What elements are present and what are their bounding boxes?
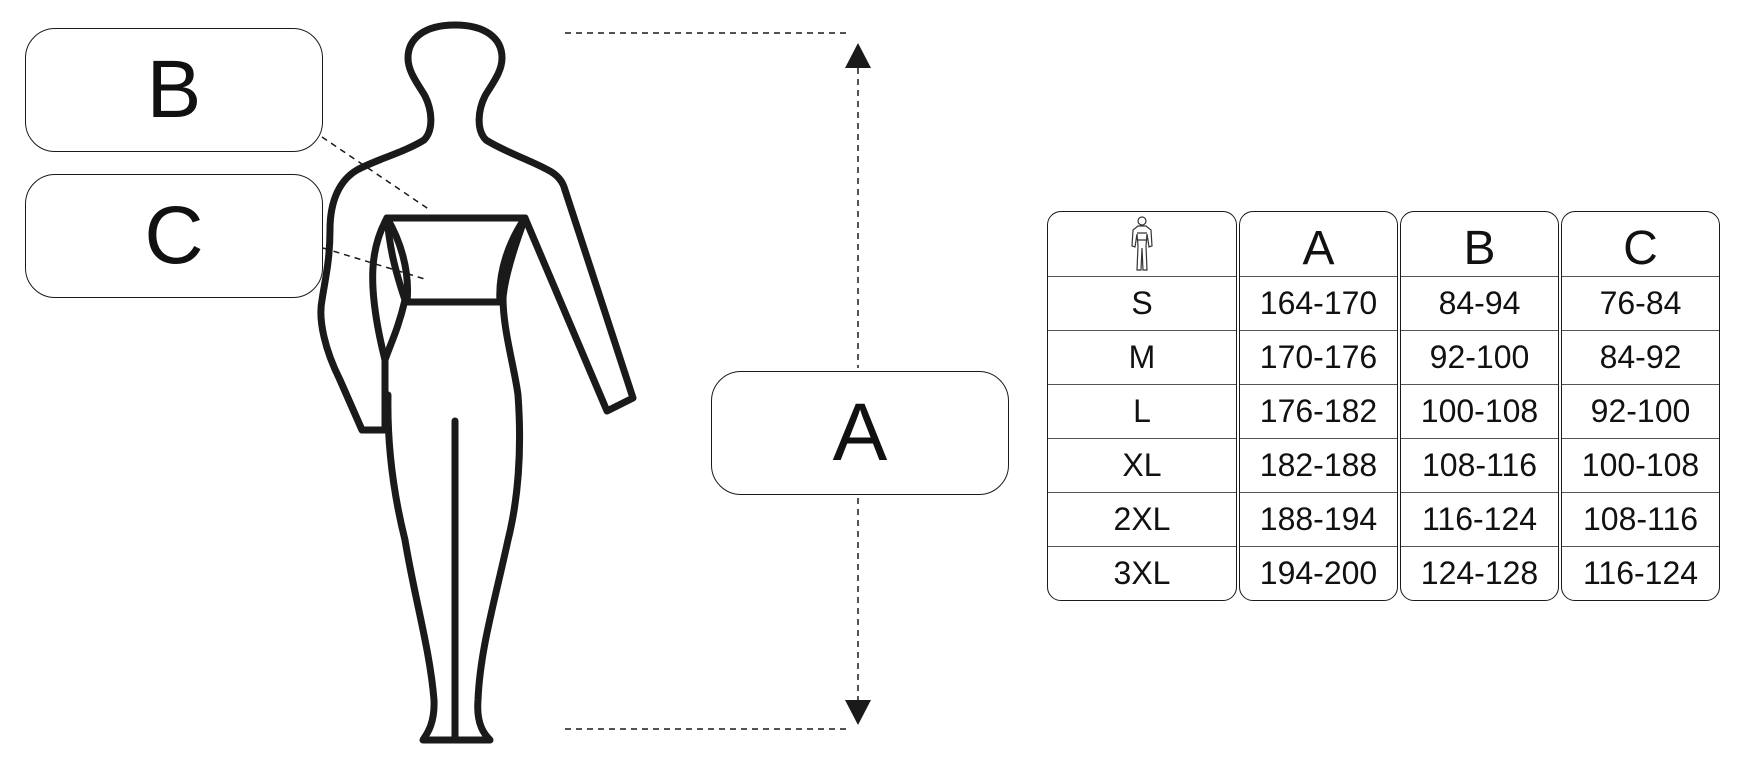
table-cell-c: 76-84: [1562, 276, 1719, 330]
table-cell-size: 3XL: [1048, 546, 1236, 600]
table-cell-c: 92-100: [1562, 384, 1719, 438]
table-cell-size: XL: [1048, 438, 1236, 492]
table-cell-b: 124-128: [1401, 546, 1558, 600]
table-cell-b: 108-116: [1401, 438, 1558, 492]
label-box-b: B: [25, 28, 323, 152]
label-box-c: C: [25, 174, 323, 298]
table-cell-a: 182-188: [1240, 438, 1397, 492]
table-cell-b: 92-100: [1401, 330, 1558, 384]
table-cell-size: L: [1048, 384, 1236, 438]
size-table: S M L XL 2XL 3XL A 164-170 170-176 176-1…: [1047, 211, 1720, 601]
table-cell-a: 164-170: [1240, 276, 1397, 330]
label-a-text: A: [832, 387, 888, 478]
figure-outline: [317, 21, 529, 744]
table-header-a: A: [1302, 221, 1335, 275]
table-cell-a: 188-194: [1240, 492, 1397, 546]
table-cell-b: 84-94: [1401, 276, 1558, 330]
table-cell-c: 116-124: [1562, 546, 1719, 600]
column-b: B 84-94 92-100 100-108 108-116 116-124 1…: [1400, 211, 1559, 601]
label-c-text: C: [144, 190, 204, 281]
column-a: A 164-170 170-176 176-182 182-188 188-19…: [1239, 211, 1398, 601]
table-header-b: B: [1463, 221, 1496, 275]
table-cell-a: 176-182: [1240, 384, 1397, 438]
label-box-a: A: [711, 371, 1009, 495]
table-cell-c: 100-108: [1562, 438, 1719, 492]
column-c: C 76-84 84-92 92-100 100-108 108-116 116…: [1561, 211, 1720, 601]
arrow-down-icon: [845, 700, 871, 725]
size-column: S M L XL 2XL 3XL: [1047, 211, 1237, 601]
label-b-text: B: [146, 44, 202, 135]
table-cell-a: 170-176: [1240, 330, 1397, 384]
table-cell-c: 108-116: [1562, 492, 1719, 546]
table-cell-a: 194-200: [1240, 546, 1397, 600]
table-cell-c: 84-92: [1562, 330, 1719, 384]
table-cell-b: 100-108: [1401, 384, 1558, 438]
table-cell-size: S: [1048, 276, 1236, 330]
arrow-up-icon: [845, 43, 871, 68]
table-header-icon-cell: [1048, 212, 1236, 276]
table-cell-size: 2XL: [1048, 492, 1236, 546]
human-figure-icon: [1131, 216, 1153, 271]
table-header-c: C: [1623, 221, 1658, 275]
table-cell-b: 116-124: [1401, 492, 1558, 546]
table-cell-size: M: [1048, 330, 1236, 384]
